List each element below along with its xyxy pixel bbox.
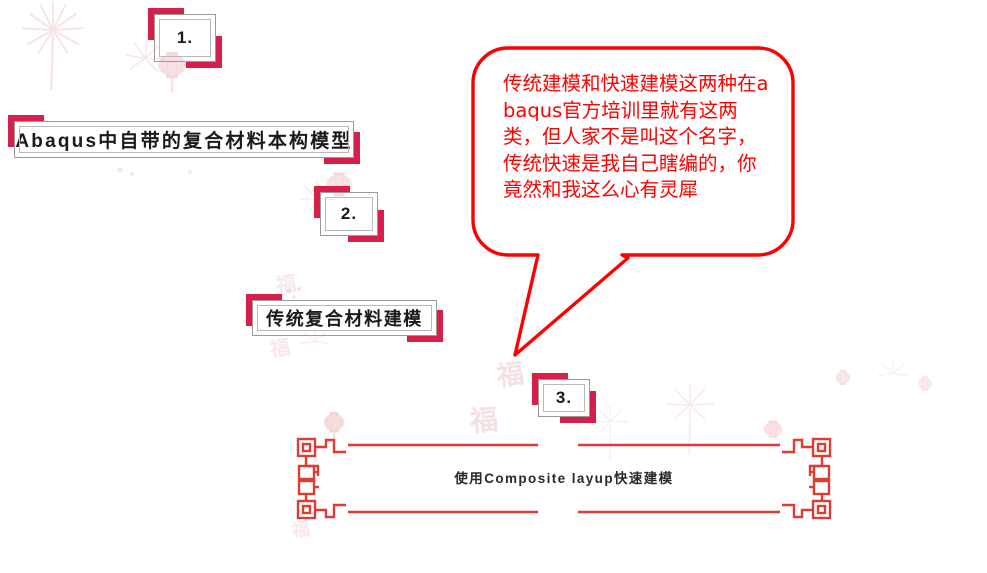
callout-bubble-text: 传统建模和快速建模这两种在abaqus官方培训里就有这两类，但人家不是叫这个名字… <box>503 72 769 201</box>
ornamental-frame: 使用Composite layup快速建模 <box>288 428 840 526</box>
step-marker-3: 3. <box>532 373 596 423</box>
step-1-title-frame: Abaqus中自带的复合材料本构模型 <box>14 121 354 158</box>
fu-character-icon: 福 <box>274 270 298 298</box>
firework-icon <box>15 0 92 94</box>
step-marker-3-label: 3. <box>555 388 573 407</box>
step-marker-1-label: 1. <box>176 28 194 47</box>
step-2-title-box: 传统复合材料建模 <box>246 294 443 342</box>
step-1-title-box: Abaqus中自带的复合材料本构模型 <box>8 115 360 164</box>
step-marker-1-frame: 1. <box>154 14 216 62</box>
firework-icon <box>873 355 914 396</box>
step-marker-2-label: 2. <box>340 204 358 223</box>
step-1-title-label: Abaqus中自带的复合材料本构模型 <box>15 131 353 152</box>
step-marker-3-frame: 3. <box>538 379 590 417</box>
callout-bubble: 传统建模和快速建模这两种在abaqus官方培训里就有这两类，但人家不是叫这个名字… <box>470 45 810 365</box>
step-marker-2-frame: 2. <box>320 192 378 236</box>
step-3-caption-label: 使用Composite layup快速建模 <box>454 471 674 486</box>
confetti-speck-icon <box>114 163 204 183</box>
lantern-icon <box>915 374 935 398</box>
step-2-title-label: 传统复合材料建模 <box>266 309 423 329</box>
lantern-icon <box>832 368 853 393</box>
step-marker-2: 2. <box>314 186 384 242</box>
step-2-title-frame: 传统复合材料建模 <box>252 300 437 336</box>
fu-character-icon: 福 <box>268 334 292 362</box>
step-marker-1: 1. <box>148 8 222 68</box>
